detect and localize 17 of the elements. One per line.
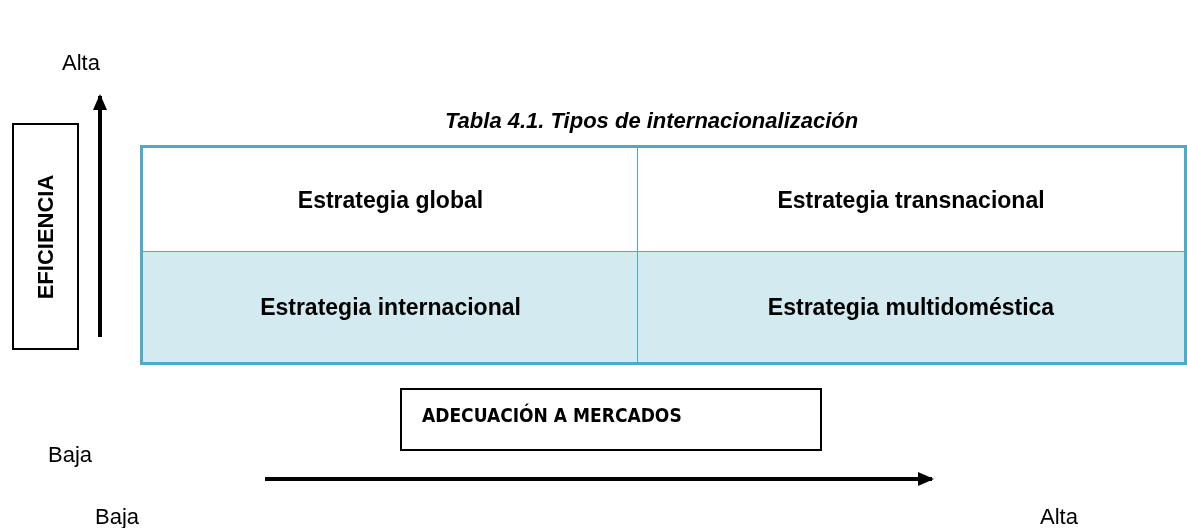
- axis-label-box: [12, 123, 79, 350]
- scale-label: Alta: [62, 50, 100, 76]
- cell-text: Estrategia multidoméstica: [767, 293, 1055, 321]
- table-cell: [637, 251, 1187, 365]
- scale-label: Baja: [48, 442, 93, 468]
- scale-label: Baja: [95, 504, 140, 528]
- table-cell: [140, 251, 639, 365]
- cell-text: Estrategia internacional: [260, 293, 521, 321]
- axis-label: ADECUACIÓN A MERCADOS: [422, 403, 682, 426]
- axis-label: EFICIENCIA: [32, 174, 59, 299]
- cell-text: Estrategia global: [297, 186, 484, 214]
- table-cell: [140, 145, 639, 253]
- table-cell: [637, 145, 1187, 253]
- axis-label-box: [400, 388, 822, 451]
- scale-label: Alta: [1040, 504, 1078, 528]
- cell-text: Estrategia transnacional: [777, 186, 1045, 214]
- table-title: Tabla 4.1. Tipos de internacionalización: [445, 108, 859, 134]
